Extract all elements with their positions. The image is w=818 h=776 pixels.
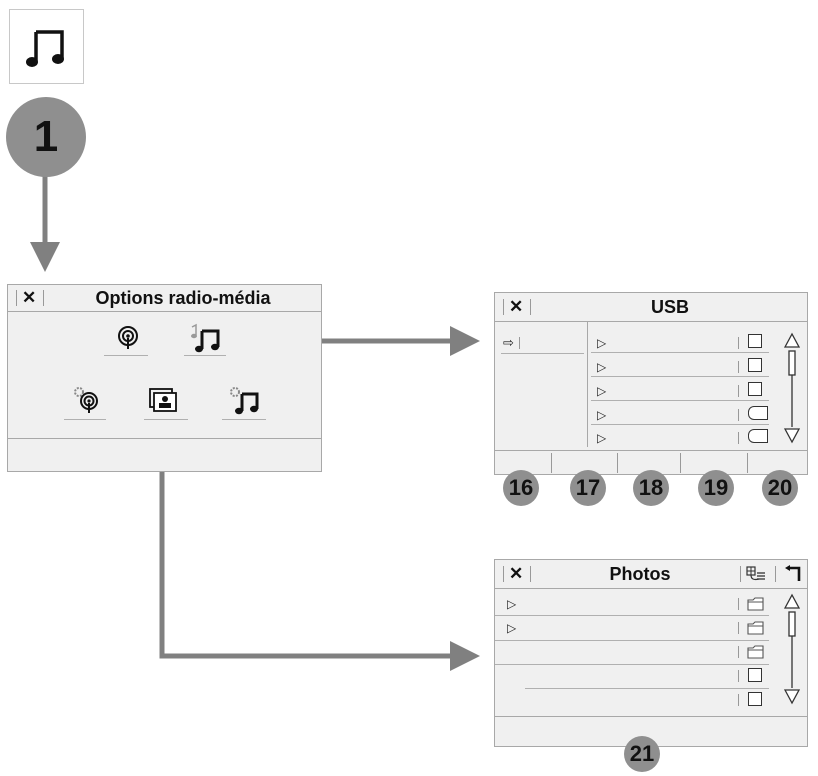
callout-17: 17 [570,470,606,506]
arrow-to-photos [159,425,480,671]
radio-settings-icon[interactable] [72,385,102,415]
title-bar [495,560,807,589]
source-select-icon[interactable]: ⇨ [503,335,514,350]
music-source-icon-box[interactable] [9,9,84,84]
folder-icon [747,597,764,611]
callout-18: 18 [633,470,669,506]
close-icon[interactable]: ✕ [509,297,524,316]
page-title: Photos [609,564,671,584]
music-note-icon [26,30,64,67]
scrollbar[interactable] [782,592,802,708]
folder-icon [747,645,764,659]
callout-16: 16 [503,470,539,506]
close-icon[interactable]: ✕ [509,564,524,583]
options-radio-media-screen: ✕ Options radio-média [7,284,322,472]
folder-icon [747,621,764,635]
title-bar [495,293,807,322]
page-title: USB [650,297,689,317]
callout-19: 19 [698,470,734,506]
scrollbar[interactable] [782,331,802,447]
photos-icon[interactable] [148,387,178,415]
callout-21: 21 [624,736,660,772]
title-bar [8,285,321,312]
music-media-icon[interactable] [188,323,222,353]
music-settings-icon[interactable] [228,385,260,415]
step-badge: 1 [6,97,86,177]
photos-screen: ✕ Photos ▷ ▷ [494,559,808,747]
page-title: Options radio-média [95,288,271,308]
close-icon[interactable]: ✕ [22,288,37,307]
callout-20: 20 [762,470,798,506]
usb-screen: ✕ USB ⇨ ▷ ▷ ▷ ▷ ▷ [494,292,808,475]
radio-icon[interactable] [114,323,142,351]
slideshow-settings-icon[interactable] [745,565,767,583]
back-icon[interactable] [783,565,803,583]
